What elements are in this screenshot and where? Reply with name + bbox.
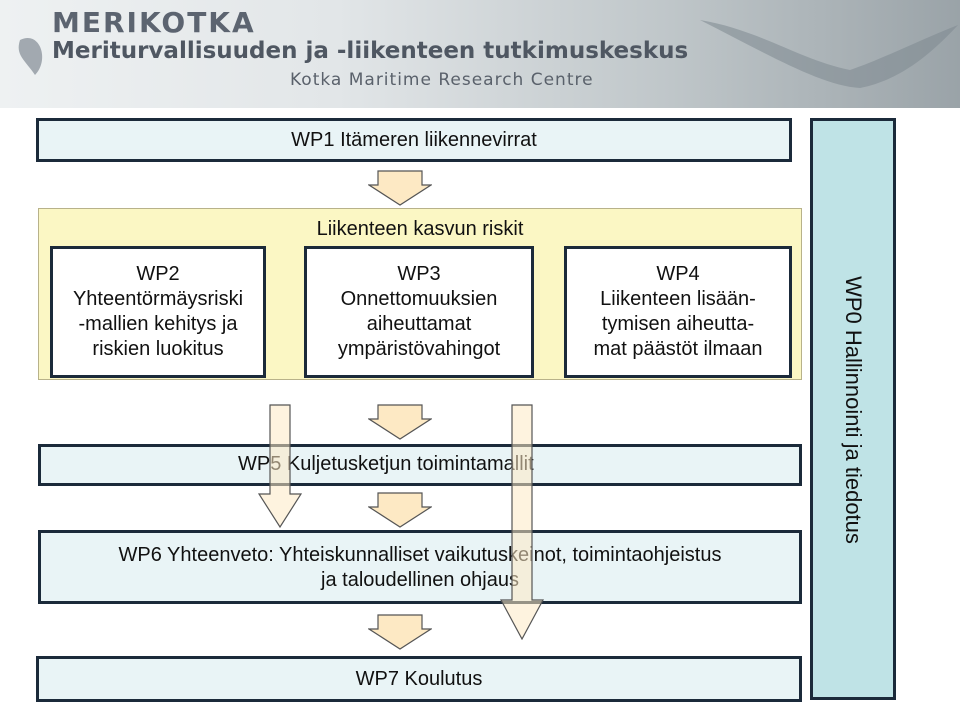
wp7-label: WP7 Koulutus xyxy=(355,667,483,690)
wp3-line1: Onnettomuuksien xyxy=(340,288,498,310)
logo-subtitle: Meriturvallisuuden ja -liikenteen tutkim… xyxy=(52,38,689,64)
wp3-line2: aiheuttamat xyxy=(366,313,472,335)
wp2-line1: Yhteentörmäysriski xyxy=(72,288,244,310)
logo-english: Kotka Maritime Research Centre xyxy=(290,70,594,90)
wp4-line1: Liikenteen lisään- xyxy=(600,288,756,310)
wp0-label: WP0 Hallinnointi ja tiedotus xyxy=(841,276,866,544)
wp3-box: WP3 Onnettomuuksien aiheuttamat ympärist… xyxy=(304,246,534,378)
risk-group-title: Liikenteen kasvun riskit xyxy=(316,218,524,240)
wp4-box: WP4 Liikenteen lisään- tymisen aiheutta-… xyxy=(564,246,792,378)
header-banner: MERIKOTKA Meriturvallisuuden ja -liikent… xyxy=(0,0,960,108)
wp3-id: WP3 xyxy=(397,263,441,285)
down-arrow-icon xyxy=(368,404,432,440)
long-arrow-icon xyxy=(258,404,302,528)
wp2-box: WP2 Yhteentörmäysriski -mallien kehitys … xyxy=(50,246,266,378)
wp4-id: WP4 xyxy=(656,263,700,285)
wp3-line3: ympäristövahingot xyxy=(337,338,501,360)
wp1-box: WP1 Itämeren liikennevirrat xyxy=(36,118,792,162)
long-arrow-icon xyxy=(500,404,544,640)
wp5-box xyxy=(38,444,802,486)
wp2-id: WP2 xyxy=(136,263,180,285)
bird-icon xyxy=(18,20,958,88)
down-arrow-icon xyxy=(368,170,432,206)
wp7-box: WP7 Koulutus xyxy=(36,656,802,702)
wp2-line3: riskien luokitus xyxy=(92,338,224,360)
wp6-box: WP6 Yhteenveto: Yhteiskunnalliset vaikut… xyxy=(38,530,802,604)
wp1-label: WP1 Itämeren liikennevirrat xyxy=(291,128,537,151)
down-arrow-icon xyxy=(368,614,432,650)
wp4-line3: mat päästöt ilmaan xyxy=(593,338,763,360)
wp2-line2: -mallien kehitys ja xyxy=(78,313,238,335)
wp0-box xyxy=(810,118,896,700)
wp6-line2: ja taloudellinen ohjaus xyxy=(321,569,519,591)
logo-title: MERIKOTKA xyxy=(52,6,256,39)
wp5-label: WP5 Kuljetusketjun toimintamallit xyxy=(238,453,534,475)
wp4-line2: tymisen aiheutta- xyxy=(601,313,755,335)
down-arrow-icon xyxy=(368,492,432,528)
wp6-line1: WP6 Yhteenveto: Yhteiskunnalliset vaikut… xyxy=(118,544,722,566)
